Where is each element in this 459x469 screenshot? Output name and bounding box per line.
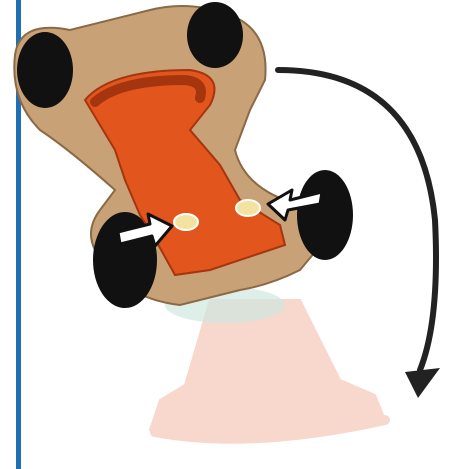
latch-hole-left [174,214,198,230]
wheel-bottom-right [297,170,353,260]
ghost-handle [150,287,385,439]
latch-hole-right [236,200,260,216]
wheel-top-right [187,2,243,68]
wheel-top-left [17,32,73,108]
rotation-arrowhead [405,368,440,398]
